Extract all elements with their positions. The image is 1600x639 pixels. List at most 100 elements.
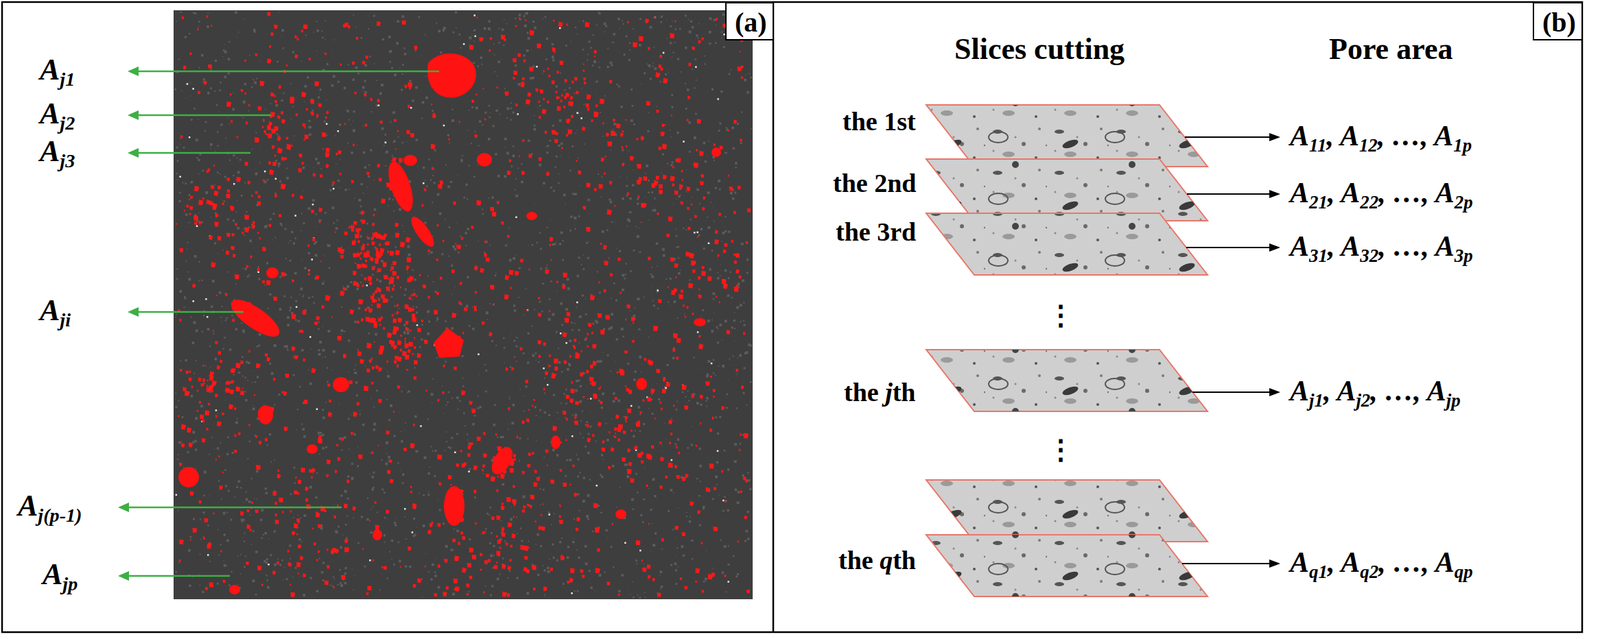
- slice: [926, 104, 1208, 167]
- large-pores: [178, 53, 722, 595]
- pore: [433, 327, 464, 359]
- arrow-line: [1182, 563, 1271, 565]
- panel-label: (b): [1542, 7, 1574, 38]
- column-heading: Pore area: [1328, 32, 1453, 68]
- leader-line: [126, 507, 342, 510]
- leader-line: [135, 114, 272, 117]
- pore: [225, 293, 285, 344]
- pore: [526, 212, 538, 221]
- subscript: j2: [59, 112, 75, 134]
- pore-area-list: A21, A22, …, A2p: [1289, 176, 1474, 212]
- slice-texture: [926, 159, 1208, 221]
- slice-label: the 2nd: [832, 168, 916, 199]
- figure-frame: [2, 2, 1583, 633]
- pore-area-list: Aj1, Aj2, …, Ajp: [1289, 374, 1461, 410]
- index-letter: q: [879, 546, 893, 575]
- slice: [926, 159, 1208, 221]
- subscript: 12: [1359, 135, 1378, 156]
- pore-specks: [175, 12, 751, 598]
- subscript: jp: [1446, 390, 1461, 411]
- pore-area-list: A31, A32, …, A3p: [1289, 229, 1474, 265]
- arrowhead: [127, 307, 139, 317]
- subscript: qp: [1454, 561, 1474, 583]
- leader-line: [126, 575, 230, 578]
- index-letter: j: [885, 378, 893, 407]
- arrowhead: [1269, 133, 1281, 142]
- panel-tag: (a): [725, 2, 774, 41]
- slice: [926, 349, 1208, 412]
- arrowhead: [1269, 388, 1281, 397]
- pore: [407, 214, 439, 251]
- arrowhead: [1269, 243, 1281, 252]
- subscript: j1: [1309, 390, 1324, 411]
- micrograph-texture: [174, 10, 752, 599]
- subscript: j3: [59, 150, 75, 172]
- grain: [174, 10, 752, 599]
- arrowhead: [127, 148, 139, 158]
- panel-divider: [772, 2, 775, 633]
- pore-label: Aji: [39, 293, 71, 331]
- pore-label: Aj3: [39, 134, 75, 171]
- column-heading: Slices cutting: [954, 32, 1125, 68]
- subscript: 3p: [1454, 245, 1474, 267]
- slice-texture: [926, 480, 1208, 543]
- pore: [443, 486, 465, 527]
- subscript: j(p-1): [37, 504, 82, 527]
- slice-label: the jth: [843, 378, 916, 409]
- pore-label: Ajp: [42, 557, 78, 595]
- pore-area-list: Aq1, Aq2, …, Aqp: [1289, 546, 1474, 582]
- panel-label: (a): [734, 7, 765, 38]
- panel-tag: (b): [1532, 2, 1583, 41]
- pore: [693, 318, 707, 327]
- slice: [926, 213, 1208, 276]
- micrograph-ground: [173, 10, 753, 600]
- subscript: 1p: [1453, 135, 1472, 156]
- pore: [229, 585, 241, 595]
- slice-label: the 1st: [842, 107, 916, 138]
- subscript: 32: [1359, 245, 1379, 267]
- slice: [926, 535, 1208, 597]
- pore: [257, 405, 274, 425]
- pore-micrograph: [173, 10, 753, 600]
- slice-label: the qth: [838, 546, 916, 577]
- pore: [427, 53, 477, 99]
- pore: [636, 378, 647, 391]
- subscript: q2: [1359, 561, 1379, 583]
- arrow-line: [1184, 136, 1271, 138]
- arrow-line: [1186, 193, 1271, 195]
- subscript: 11: [1309, 135, 1327, 156]
- subscript: 21: [1309, 192, 1328, 213]
- ellipsis-dots: ⋮: [1046, 299, 1075, 332]
- leader-line: [135, 70, 440, 73]
- arrowhead: [1269, 190, 1281, 199]
- subscript: 2p: [1454, 192, 1474, 213]
- arrowhead: [127, 66, 139, 77]
- pore: [383, 159, 418, 215]
- pore: [403, 155, 418, 167]
- pore-label: Aj1: [39, 52, 75, 90]
- leader-arrows: [118, 66, 440, 582]
- ct-slices: [926, 104, 1208, 597]
- arrowhead: [118, 571, 129, 582]
- subscript: j2: [1355, 390, 1371, 411]
- arrow-line: [1186, 246, 1271, 249]
- pore-label: Aj2: [39, 96, 75, 134]
- leader-line: [135, 311, 244, 314]
- subscript: jp: [62, 573, 78, 595]
- pore: [615, 509, 627, 520]
- pore: [332, 377, 350, 393]
- arrowhead: [127, 110, 139, 121]
- pore: [372, 529, 383, 541]
- pore: [476, 153, 492, 167]
- small-pores: [175, 12, 751, 598]
- subscript: j1: [59, 68, 75, 90]
- pore: [487, 443, 518, 479]
- arrowhead: [1269, 559, 1281, 569]
- slice-texture: [926, 213, 1208, 276]
- subscript: ji: [59, 309, 71, 331]
- slice: [926, 480, 1208, 543]
- subscript: 22: [1359, 192, 1379, 213]
